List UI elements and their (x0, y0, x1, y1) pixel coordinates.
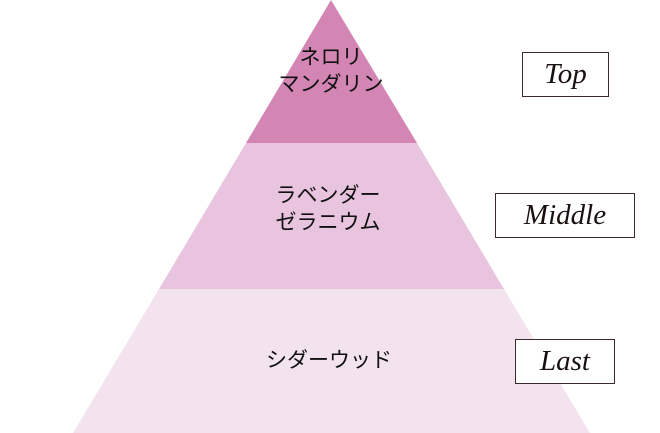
note-mandarin: マンダリン (278, 72, 384, 96)
note-geranium: ゼラニウム (275, 210, 381, 234)
pyramid-band-last (73, 289, 590, 433)
note-neroli: ネロリ (299, 45, 363, 69)
tier-label-top: Top (522, 52, 609, 97)
last-notes: シダーウッド (229, 347, 429, 374)
pyramid-band-middle (159, 143, 504, 289)
tier-label-middle: Middle (495, 193, 635, 238)
tier-label-last: Last (515, 339, 615, 384)
note-cedarwood: シダーウッド (266, 348, 392, 372)
middle-notes: ラベンダー ゼラニウム (228, 182, 428, 236)
note-lavender: ラベンダー (275, 183, 381, 207)
pyramid-band-top (246, 0, 417, 143)
top-notes: ネロリ マンダリン (231, 44, 431, 98)
